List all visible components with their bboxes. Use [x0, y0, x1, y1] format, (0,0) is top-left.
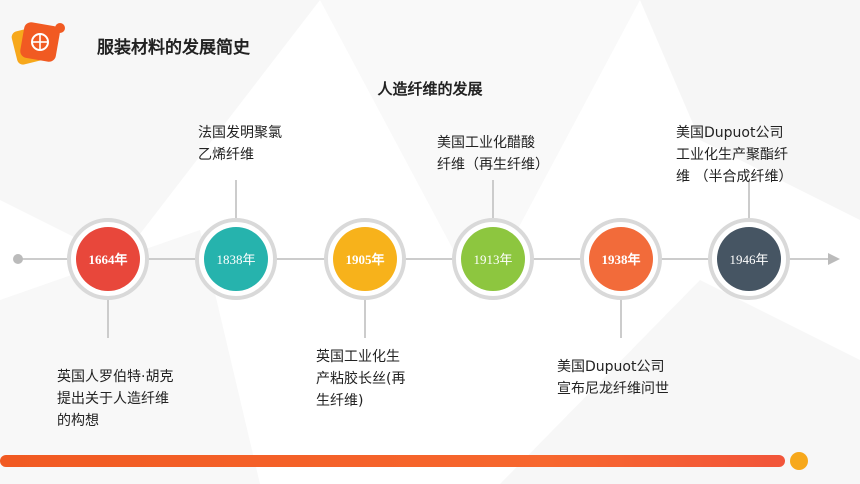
year-label: 1938年 [601, 252, 640, 267]
year-label: 1838年 [216, 252, 255, 267]
event-description: 法国发明聚氯乙烯纤维 [198, 122, 282, 166]
event-description-line: 纤维（再生纤维） [437, 157, 549, 173]
year-node [204, 227, 268, 291]
year-node [589, 227, 653, 291]
year-label: 1664年 [88, 252, 127, 267]
bottom-accent-bar [0, 455, 785, 467]
event-description-line: 提出关于人造纤维 [57, 391, 169, 407]
event-description-line: 宣布尼龙纤维问世 [557, 381, 669, 397]
event-description-line: 美国Dupuot公司 [676, 125, 784, 141]
year-node [461, 227, 525, 291]
section-subtitle: 人造纤维的发展 [377, 80, 483, 98]
year-node [717, 227, 781, 291]
event-description: 英国工业化生产粘胶长丝(再生纤维) [316, 346, 405, 412]
timeline-arrow-icon [828, 253, 840, 265]
year-node [76, 227, 140, 291]
event-description: 英国人罗伯特·胡克提出关于人造纤维的构想 [57, 366, 173, 432]
event-description-line: 美国Dupuot公司 [557, 359, 665, 375]
event-description-line: 英国人罗伯特·胡克 [57, 369, 174, 385]
timeline-start-dot [13, 254, 23, 264]
bottom-accent-dot [790, 452, 808, 470]
event-description-line: 法国发明聚氯 [198, 125, 282, 141]
event-description-line: 的构想 [57, 413, 99, 429]
event-description: 美国Dupuot公司工业化生产聚酯纤维 （半合成纤维） [676, 122, 792, 188]
event-description-line: 生纤维) [316, 393, 364, 409]
event-description-line: 工业化生产聚酯纤 [676, 147, 788, 163]
year-node [333, 227, 397, 291]
event-description-line: 英国工业化生 [316, 349, 400, 365]
year-label: 1913年 [473, 252, 512, 267]
event-description-line: 美国工业化醋酸 [437, 135, 535, 151]
event-description: 美国Dupuot公司宣布尼龙纤维问世 [557, 356, 669, 400]
year-label: 1946年 [729, 252, 768, 267]
page-title: 服装材料的发展简史 [97, 38, 250, 58]
logo-icon [11, 22, 65, 65]
event-description-line: 乙烯纤维 [198, 147, 254, 163]
event-description: 美国工业化醋酸纤维（再生纤维） [437, 132, 549, 176]
event-description-line: 产粘胶长丝(再 [316, 371, 406, 387]
event-description-line: 维 （半合成纤维） [676, 169, 793, 185]
year-label: 1905年 [345, 252, 384, 267]
